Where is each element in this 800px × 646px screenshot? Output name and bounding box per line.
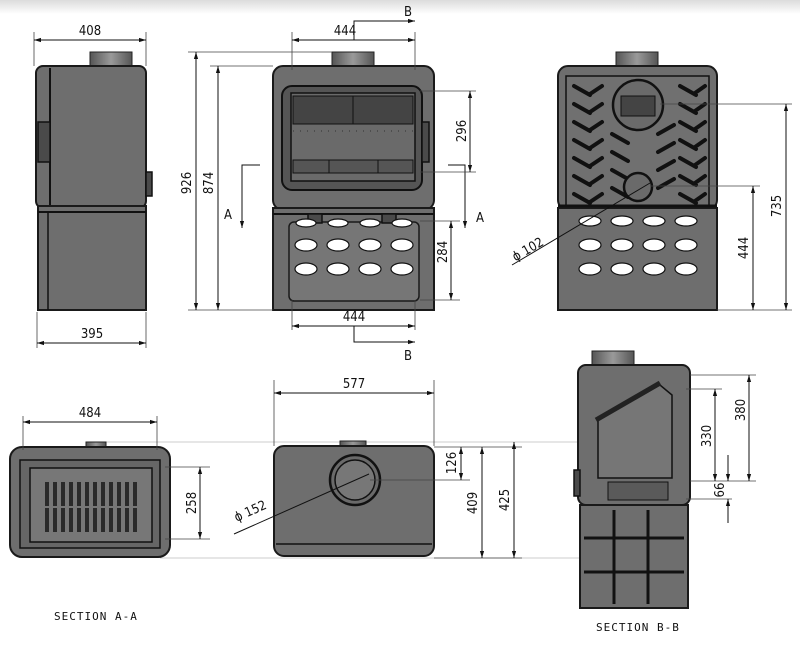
dim-section-a-depth: 258 (185, 492, 200, 514)
dim-rear-flue-height: 444 (737, 237, 752, 259)
front-view: 444 B 444 B 926 874 A A 296 284 (180, 5, 484, 364)
ash-door[interactable] (288, 221, 420, 302)
dim-top-width: 577 (343, 377, 365, 392)
dim-firebox-height: 330 (700, 425, 715, 447)
section-b-marker-bottom: B (404, 349, 412, 364)
dim-rear-flue-diameter: ϕ 102 (510, 235, 547, 265)
section-a-view: 484 258 SECTION A-A (9, 406, 210, 623)
dim-height-to-flue: 874 (202, 172, 217, 194)
section-a-marker-left: A (224, 208, 232, 223)
dim-top-depth: 409 (466, 492, 481, 514)
dim-hearth-height: 66 (713, 483, 728, 498)
grate-slots (45, 482, 137, 532)
section-a-marker-right: A (476, 211, 484, 226)
section-b-marker-top: B (404, 5, 412, 20)
section-b-view: 380 330 66 SECTION B-B (573, 350, 756, 634)
side-view: 408 395 (33, 24, 153, 348)
vent-holes (294, 218, 414, 276)
dim-top-depth-total: 425 (498, 489, 513, 511)
dim-section-a-width: 484 (79, 406, 101, 421)
grate (29, 467, 153, 543)
rear-view: ϕ 102 444 735 (510, 51, 792, 311)
vent-holes (578, 215, 698, 276)
dim-front-width-bottom: 444 (343, 310, 365, 325)
dim-front-width-top: 444 (334, 24, 356, 39)
dim-section-b-height: 380 (734, 399, 749, 421)
top-view: ϕ 152 577 126 409 425 (232, 377, 522, 559)
dim-height-total: 926 (180, 172, 195, 194)
door-handle[interactable] (421, 121, 430, 163)
window-top-shade (0, 0, 800, 14)
section-a-title: SECTION A-A (54, 610, 138, 623)
side-upper-body (35, 65, 147, 209)
dim-top-flue-center-height: 735 (770, 195, 785, 217)
chevron-pattern (572, 84, 707, 205)
rear-flue-outlet (622, 171, 654, 203)
dim-flue-offset: 126 (445, 452, 460, 474)
air-control (145, 171, 153, 197)
dim-side-width-bottom: 395 (81, 327, 103, 342)
dim-door-height: 296 (455, 120, 470, 142)
dim-lower-panel-height: 284 (436, 241, 451, 263)
door-handle (37, 121, 51, 163)
section-b-title: SECTION B-B (596, 621, 680, 634)
side-lower-body (37, 205, 147, 311)
dim-side-width-top: 408 (79, 24, 101, 39)
section-b-base (579, 504, 689, 609)
